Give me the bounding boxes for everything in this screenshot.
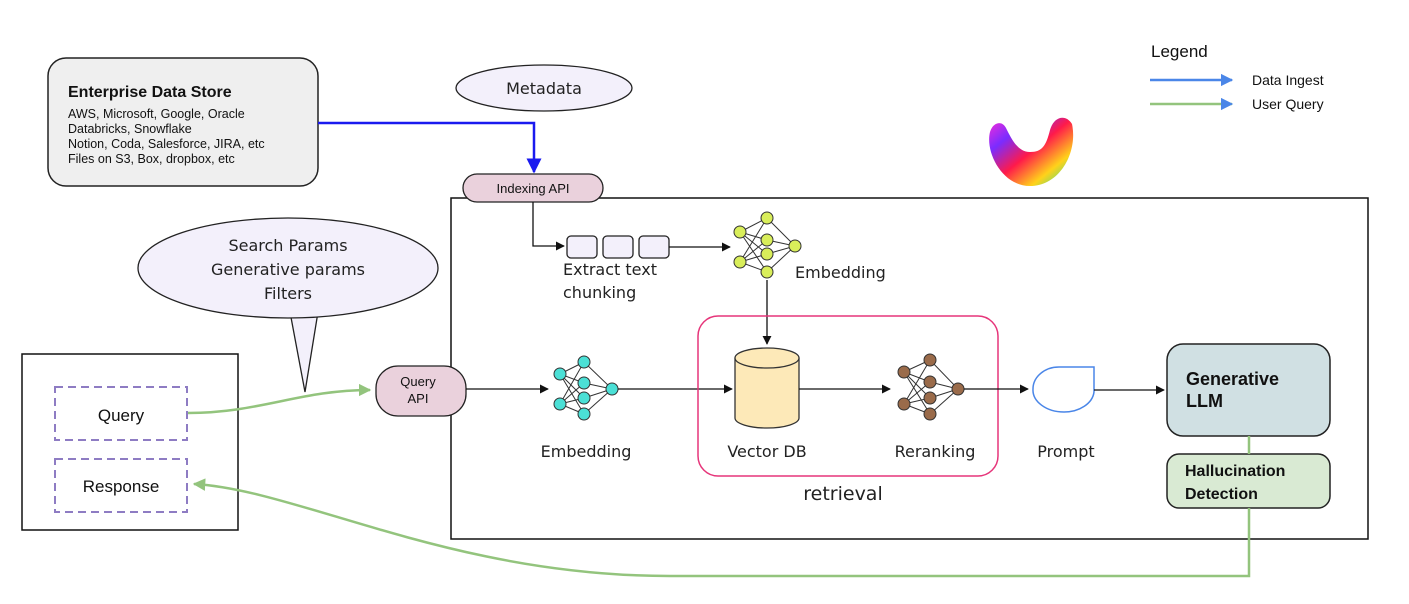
chunk-box (638, 235, 670, 259)
hallucination-label: Hallucination (1185, 463, 1285, 480)
retrieval-box (697, 315, 999, 477)
response-arrow (192, 478, 1251, 578)
indexing-api-label: Indexing API (497, 181, 570, 196)
generative-llm-box: Generative LLM (1166, 343, 1331, 437)
embedding-bottom-label: Embedding (541, 442, 632, 461)
indexing-api: Indexing API (462, 173, 604, 203)
search-params-bubble: Search Params Generative params Filters (137, 217, 439, 393)
enterprise-store-line: Databricks, Snowflake (68, 122, 192, 136)
enterprise-store-line: Notion, Coda, Salesforce, JIRA, etc (68, 137, 265, 151)
filters-label: Filters (264, 284, 312, 303)
hallucination-label: Detection (1185, 486, 1258, 503)
query-api-label: Query (400, 374, 436, 389)
enterprise-store-title: Enterprise Data Store (68, 84, 232, 101)
prompt-shape-icon (1032, 366, 1095, 413)
query-box[interactable] (54, 386, 188, 441)
indexing-flow-arrow (532, 202, 565, 251)
chunk-boxes (566, 235, 670, 259)
reranking-label: Reranking (895, 442, 976, 461)
enterprise-data-store: Enterprise Data Store AWS, Microsoft, Go… (47, 57, 319, 187)
neural-net-icon-yellow (733, 211, 802, 279)
enterprise-store-line: Files on S3, Box, dropbox, etc (68, 152, 235, 166)
extract-label: Extract text (563, 260, 657, 279)
query-api-label: API (408, 391, 429, 406)
generative-llm-label: Generative (1186, 369, 1279, 389)
metadata-label: Metadata (506, 79, 582, 98)
legend-ingest-label: Data Ingest (1252, 72, 1324, 88)
search-params-label: Search Params (228, 236, 347, 255)
enterprise-store-line: AWS, Microsoft, Google, Oracle (68, 107, 245, 121)
response-label: Response (83, 477, 160, 496)
generative-params-label: Generative params (211, 260, 365, 279)
neural-net-icon-teal (553, 355, 619, 421)
client-box: Query Response (21, 353, 239, 531)
query-api: Query API (375, 365, 467, 417)
cylinder-database-icon (734, 347, 800, 429)
prompt-label: Prompt (1037, 442, 1094, 461)
query-arrow (187, 383, 372, 415)
legend: Legend Data Ingest User Query (1150, 42, 1324, 112)
neural-net-icon-brown (897, 353, 965, 421)
retrieval-label: retrieval (803, 483, 882, 505)
response-box[interactable] (54, 458, 188, 513)
legend-query-label: User Query (1252, 96, 1324, 112)
query-label: Query (98, 406, 145, 425)
embedding-top-label: Embedding (795, 263, 886, 282)
chunk-box (566, 235, 598, 259)
chunk-box (602, 235, 634, 259)
hallucination-detection-box: Hallucination Detection (1166, 453, 1331, 509)
ingest-arrow (318, 121, 542, 174)
chunking-label: chunking (563, 283, 636, 302)
generative-llm-label: LLM (1186, 391, 1223, 411)
rainbow-logo-icon (989, 117, 1074, 186)
metadata-bubble: Metadata (455, 64, 633, 112)
vector-db-label: Vector DB (727, 442, 806, 461)
legend-title: Legend (1151, 42, 1208, 61)
